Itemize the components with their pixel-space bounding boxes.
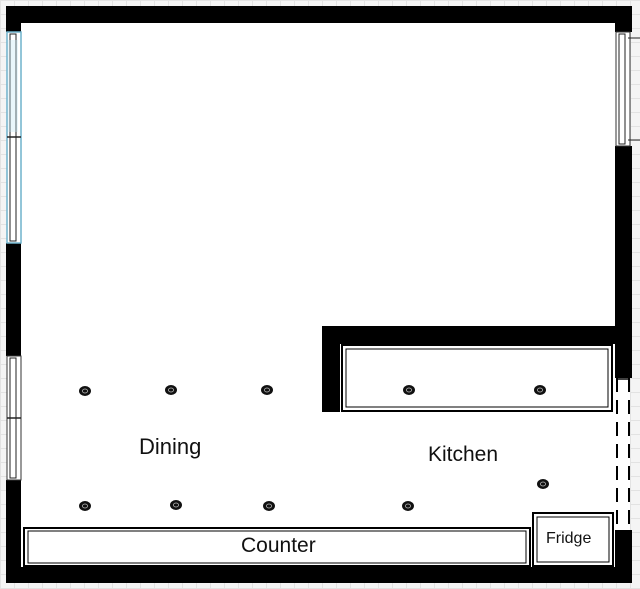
ceiling-lights bbox=[79, 385, 549, 511]
recessed-light-icon bbox=[534, 385, 546, 395]
room-label-kitchen: Kitchen bbox=[428, 443, 499, 466]
recessed-light-icon bbox=[165, 385, 177, 395]
recessed-light-icon bbox=[170, 500, 182, 510]
recessed-light-icon bbox=[261, 385, 273, 395]
kitchen-island-counter bbox=[341, 344, 613, 412]
window-icon bbox=[6, 31, 22, 244]
recessed-light-icon bbox=[263, 501, 275, 511]
wall-top bbox=[6, 6, 632, 23]
recessed-light-icon bbox=[403, 385, 415, 395]
recessed-light-icon bbox=[402, 501, 414, 511]
floor bbox=[20, 22, 616, 568]
window-icon bbox=[615, 31, 640, 147]
wall-left-middle bbox=[6, 243, 21, 356]
recessed-light-icon bbox=[79, 501, 91, 511]
window-icon bbox=[6, 355, 22, 481]
fridge-label: Fridge bbox=[546, 530, 592, 547]
room-label-dining: Dining bbox=[139, 434, 202, 459]
recessed-light-icon bbox=[79, 386, 91, 396]
wall-right-upper bbox=[615, 6, 632, 32]
wall-left-lower bbox=[6, 480, 21, 583]
fridge bbox=[532, 512, 614, 567]
kitchen-partition-wall bbox=[322, 326, 618, 412]
counter-label: Counter bbox=[241, 534, 316, 557]
wall-right-middle bbox=[615, 146, 632, 378]
partition-horizontal bbox=[322, 326, 618, 344]
exterior-walls bbox=[6, 6, 632, 583]
wall-bottom bbox=[6, 567, 632, 583]
recessed-light-icon bbox=[537, 479, 549, 489]
partition-vertical bbox=[322, 326, 340, 412]
wall-right-lower bbox=[615, 530, 632, 583]
door-icon bbox=[616, 378, 630, 530]
wall-left-upper bbox=[6, 6, 21, 32]
counter bbox=[23, 527, 531, 567]
